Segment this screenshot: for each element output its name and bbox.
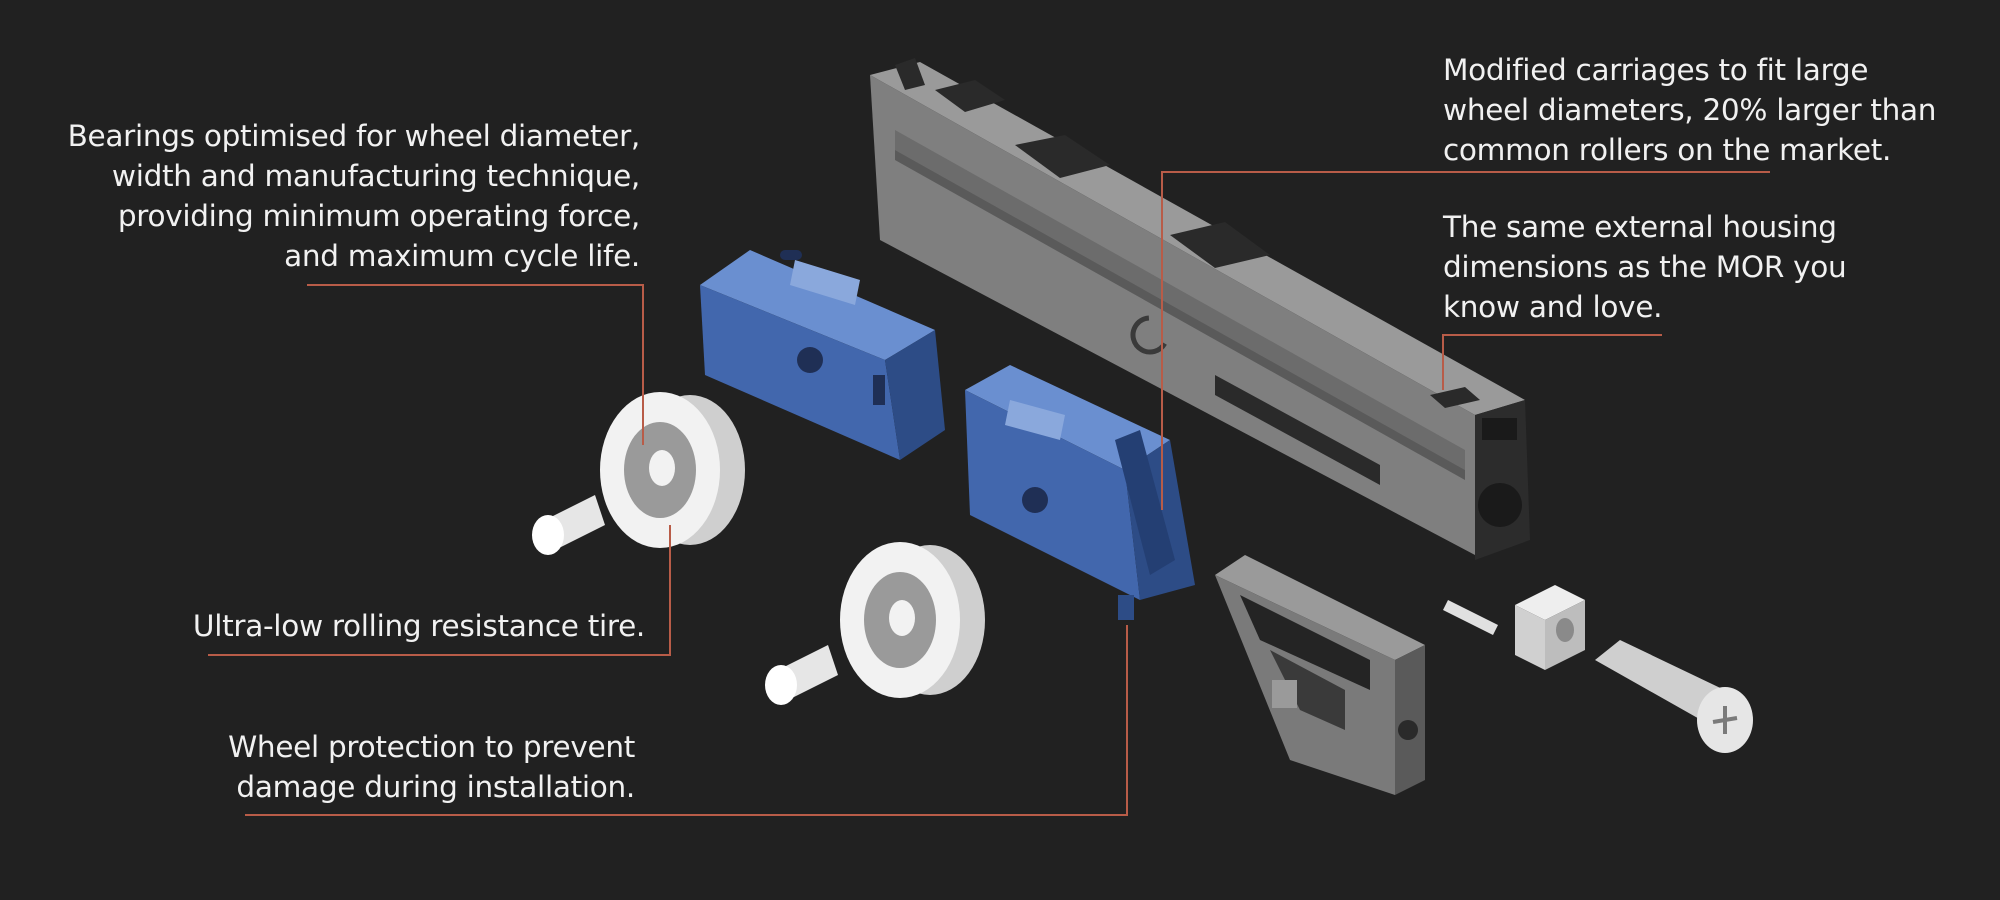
external-housing [870, 58, 1530, 560]
wheel-lower [840, 542, 985, 698]
callout-housing-line-2: dimensions as the MOR you [1443, 250, 1847, 284]
callout-protection-line-1: Wheel protection to prevent [228, 730, 635, 764]
end-cap [1215, 555, 1425, 795]
callout-tire-line-1: Ultra-low rolling resistance tire. [192, 609, 645, 643]
callout-carriages: Modified carriages to fit large wheel di… [1443, 50, 1937, 170]
phillips-head-icon [1712, 706, 1738, 734]
callout-tire: Ultra-low rolling resistance tire. [193, 606, 645, 646]
callout-bearings-line-2: width and manufacturing technique, [111, 159, 640, 193]
callout-bearings-line-3: providing minimum operating force, [117, 199, 640, 233]
callout-bearings-line-1: Bearings optimised for wheel diameter, [67, 119, 641, 153]
screw [1595, 640, 1753, 753]
axle-pin-upper [532, 495, 605, 555]
callout-housing-line-1: The same external housing [1443, 210, 1837, 244]
callout-protection: Wheel protection to prevent damage durin… [228, 727, 635, 807]
callout-bearings: Bearings optimised for wheel diameter, w… [67, 116, 641, 276]
carriage-upper [700, 250, 945, 460]
callout-protection-line-2: damage during installation. [236, 770, 635, 804]
square-nut [1515, 585, 1585, 670]
callout-carriages-line-1: Modified carriages to fit large [1443, 53, 1869, 87]
leader-bearings [307, 284, 644, 445]
callout-housing: The same external housing dimensions as … [1443, 207, 1847, 327]
small-pin [1443, 600, 1498, 635]
c-logo-icon [1130, 315, 1170, 355]
leader-tire [208, 525, 671, 656]
wheel-upper [600, 392, 745, 548]
callout-bearings-line-4: and maximum cycle life. [284, 239, 640, 273]
callout-carriages-line-3: common rollers on the market. [1443, 133, 1892, 167]
leader-lines [208, 171, 1770, 816]
axle-pin-lower [765, 645, 838, 705]
callout-housing-line-3: know and love. [1443, 290, 1663, 324]
callout-carriages-line-2: wheel diameters, 20% larger than [1443, 93, 1937, 127]
leader-housing [1442, 334, 1662, 390]
leader-carriages [1161, 171, 1770, 510]
leader-protection [245, 625, 1128, 816]
carriage-lower [965, 365, 1195, 620]
